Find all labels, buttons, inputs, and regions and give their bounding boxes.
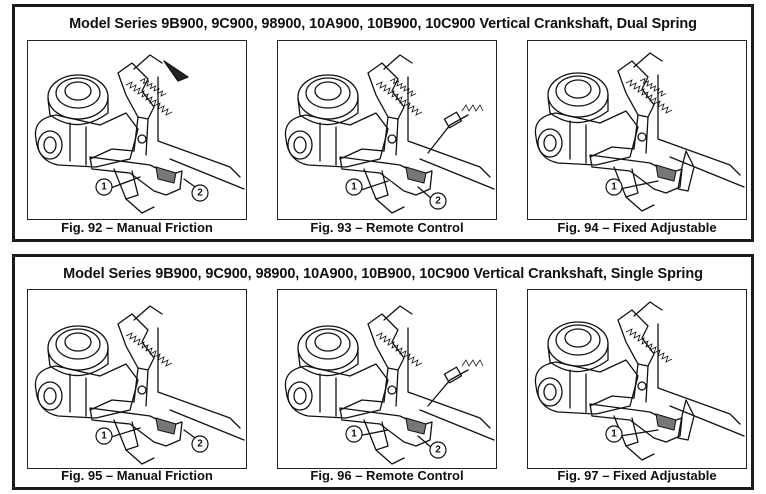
fig-95-illustration: 1 2 [27,289,247,469]
single-spring-panel: Model Series 9B900, 9C900, 98900, 10A900… [12,254,754,490]
panel-title: Model Series 9B900, 9C900, 98900, 10A900… [69,16,697,32]
fig-97-illustration: 1 [527,289,747,469]
callout-1: 1 [95,427,113,445]
callout-2: 2 [429,441,447,459]
fig-93-illustration: 1 2 [277,40,497,220]
fig-97-caption: Fig. 97 – Fixed Adjustable [557,468,717,483]
callout-2: 2 [191,184,209,202]
fig-96-caption: Fig. 96 – Remote Control [310,468,464,483]
fig-95-caption: Fig. 95 – Manual Friction [61,468,213,483]
svg-text:1: 1 [351,429,357,440]
fig-92-illustration: 1 2 [27,40,247,220]
fig-92-caption: Fig. 92 – Manual Friction [61,220,213,235]
callout-2: 2 [191,435,209,453]
callout-2: 2 [429,192,447,210]
svg-text:2: 2 [435,445,441,456]
callout-1: 1 [95,178,113,196]
dual-spring-panel: Model Series 9B900, 9C900, 98900, 10A900… [12,4,754,242]
svg-text:1: 1 [101,431,107,442]
fig-96-illustration: 1 2 [277,289,497,469]
panel-title: Model Series 9B900, 9C900, 98900, 10A900… [63,266,703,282]
svg-text:2: 2 [197,188,203,199]
svg-text:1: 1 [611,182,617,193]
callout-1: 1 [605,178,623,196]
callout-1: 1 [345,178,363,196]
fig-94-caption: Fig. 94 – Fixed Adjustable [557,220,717,235]
callout-1: 1 [605,425,623,443]
callout-1: 1 [345,425,363,443]
svg-text:2: 2 [435,196,441,207]
svg-text:2: 2 [197,439,203,450]
fig-93-caption: Fig. 93 – Remote Control [310,220,464,235]
svg-text:1: 1 [611,429,617,440]
svg-text:1: 1 [101,182,107,193]
svg-text:1: 1 [351,182,357,193]
fig-94-illustration: 1 [527,40,747,220]
